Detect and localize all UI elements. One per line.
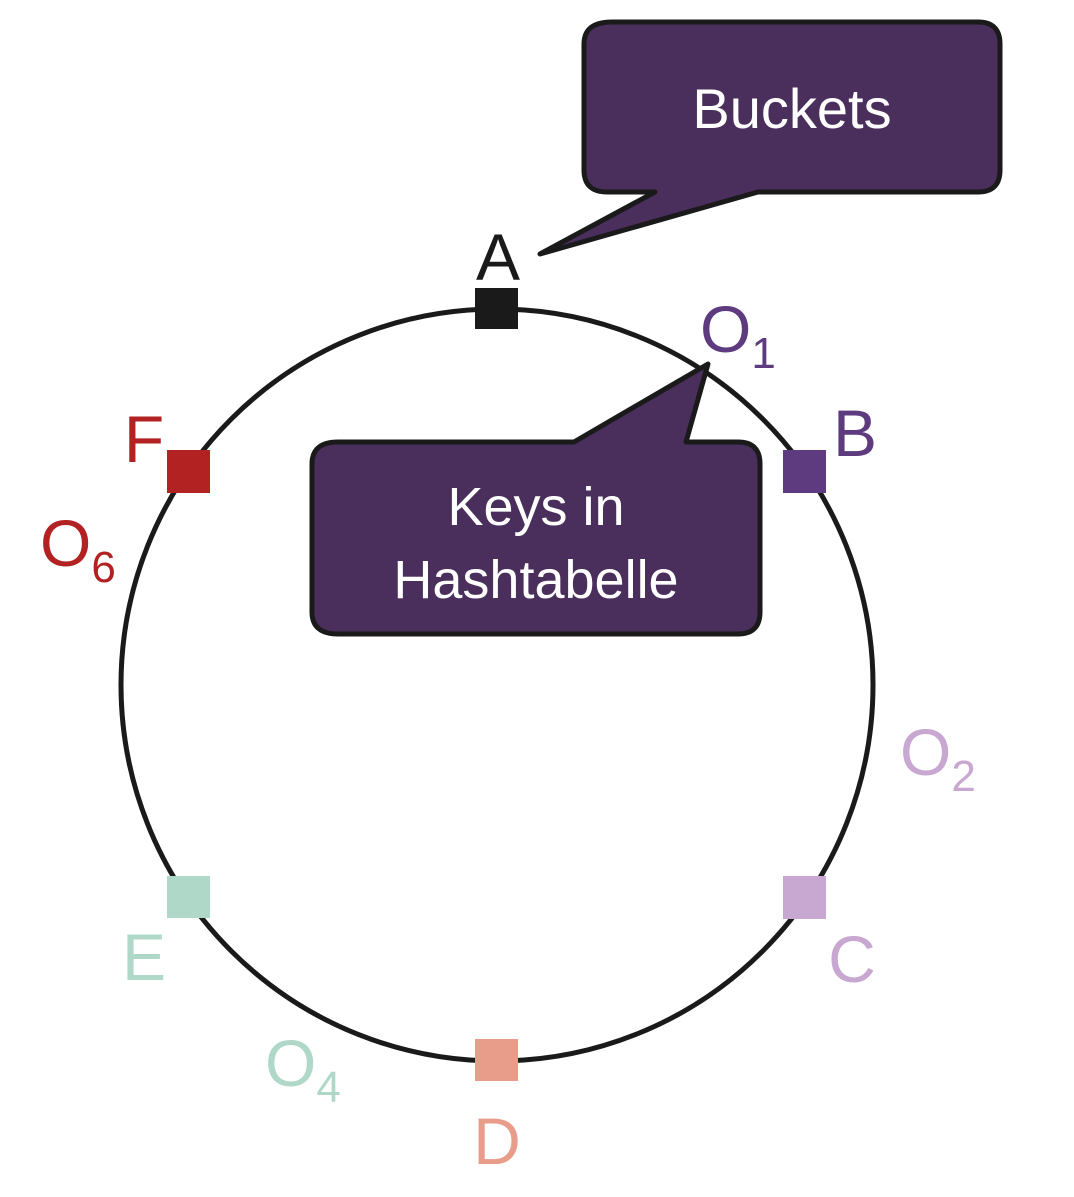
key-o4-label: O4	[265, 1026, 341, 1112]
keys-callout-line1: Keys in	[447, 477, 624, 537]
bucket-f-marker	[167, 450, 210, 493]
key-o6-subscript: 6	[91, 543, 115, 592]
keys-callout-line2: Hashtabelle	[393, 550, 678, 610]
hash-ring	[118, 306, 876, 1064]
bucket-d-marker	[475, 1039, 518, 1081]
bucket-d-label: D	[473, 1104, 521, 1178]
bucket-b-label: B	[833, 396, 877, 470]
bucket-a-label: A	[476, 220, 520, 294]
key-o2-letter: O	[900, 715, 951, 789]
bucket-e-label: E	[122, 920, 166, 994]
keys-callout-shape	[309, 361, 763, 637]
key-o6-label: O6	[40, 506, 116, 592]
bucket-c-marker	[783, 876, 826, 919]
key-o4-subscript: 4	[316, 1063, 340, 1112]
key-o1-letter: O	[700, 292, 751, 366]
key-o1-subscript: 1	[751, 329, 775, 378]
buckets-callout-text: Buckets	[692, 77, 891, 140]
key-o6-letter: O	[40, 506, 91, 580]
keys-callout: Keys in Hashtabelle	[309, 361, 763, 637]
bucket-c-label: C	[828, 922, 876, 996]
key-o2-subscript: 2	[951, 752, 975, 801]
key-o4-letter: O	[265, 1026, 316, 1100]
buckets-callout: Buckets	[537, 19, 1003, 257]
key-o1-label: O1	[700, 292, 776, 378]
bucket-a-marker	[475, 288, 518, 329]
bucket-f-label: F	[124, 402, 164, 476]
bucket-b-marker	[783, 450, 826, 493]
bucket-e-marker	[167, 876, 210, 918]
buckets-callout-shape	[537, 19, 1003, 257]
key-o2-label: O2	[900, 715, 976, 801]
